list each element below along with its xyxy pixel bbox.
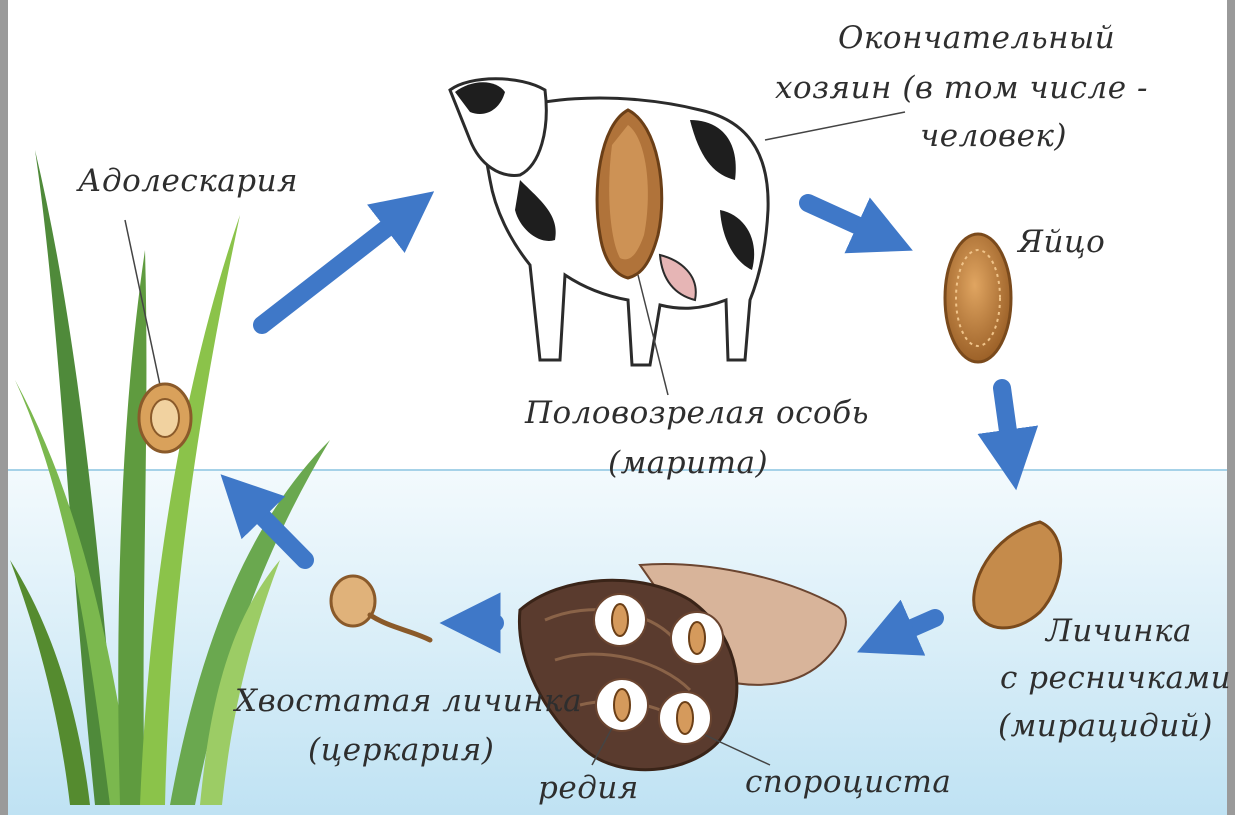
definitive-host-label-line3: человек)	[920, 118, 1067, 154]
miracidium-label-line1: Личинка	[1046, 613, 1192, 649]
sporocyst-label: спороциста	[745, 764, 951, 800]
cercaria-label-line2: (церкария)	[308, 732, 494, 768]
marita-label-line1: Половозрелая особь	[525, 395, 869, 431]
miracidium-label-line2: с ресничками	[1000, 660, 1231, 696]
redia-label: редия	[538, 770, 639, 806]
egg-illustration	[945, 234, 1011, 362]
left-edge-frame	[0, 0, 8, 815]
miracidium-label-line3: (мирацидий)	[998, 708, 1213, 744]
adolescaria-label: Адолескария	[78, 163, 298, 199]
definitive-host-label-line2: хозяин (в том числе -	[775, 70, 1148, 106]
egg-label: Яйцо	[1018, 224, 1105, 260]
definitive-host-label-line1: Окончательный	[838, 20, 1115, 56]
arrow-egg-to-miracidium	[1002, 388, 1012, 460]
cercaria-label-line1: Хвостатая личинка	[235, 683, 582, 719]
marita-label-line2: (марита)	[608, 445, 768, 481]
